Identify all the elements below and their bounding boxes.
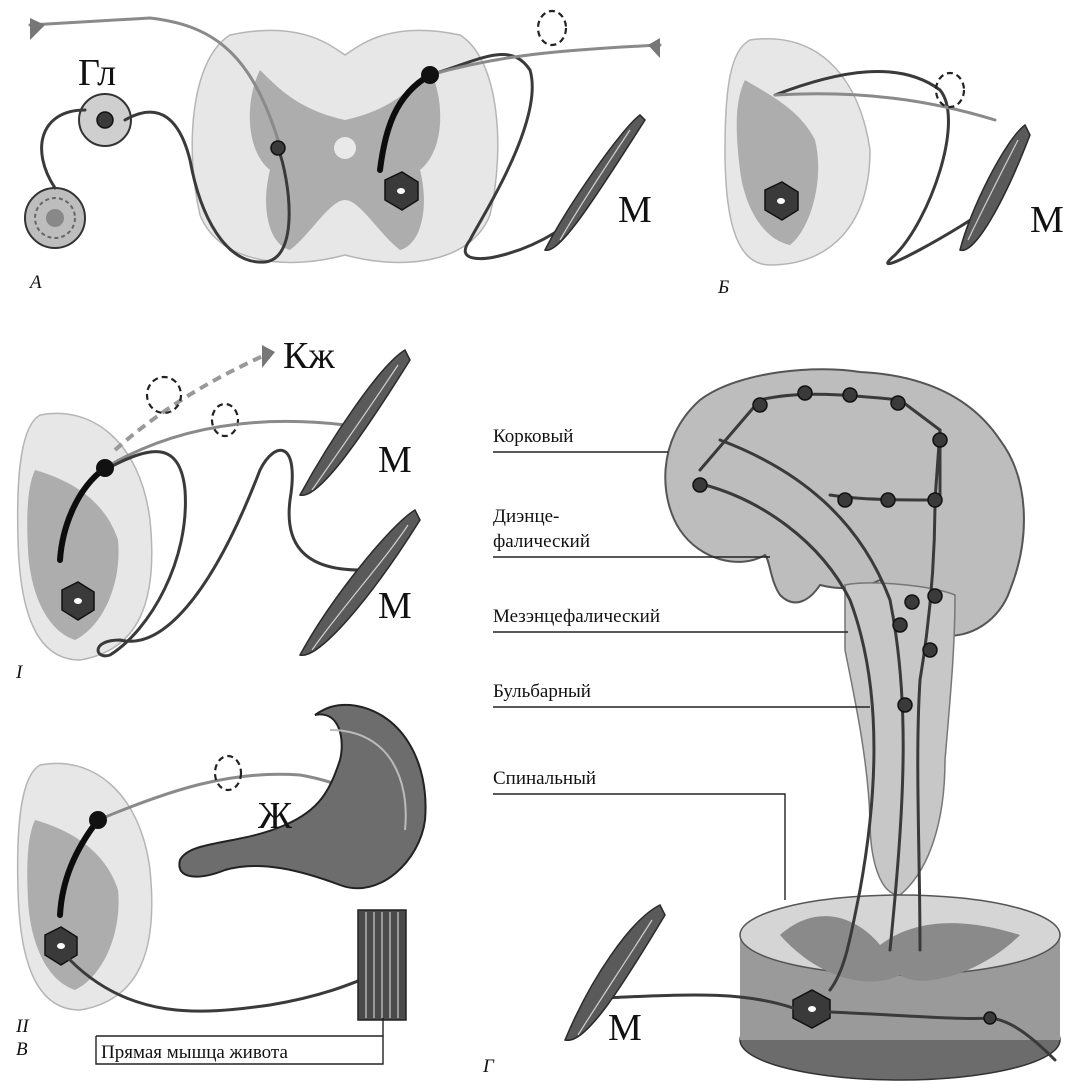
synapse-ring-ii [215,756,241,790]
panel-b: М Б [717,39,1064,298]
level-label-bulbar: Бульбарный [493,681,591,702]
level-label-diencephalic-1: Диэнце- [493,506,559,527]
central-canal-a [334,137,356,159]
roman-label-2: II [15,1016,30,1037]
muscle-label-i-upper: М [378,439,412,481]
muscle-label-a: М [618,189,652,231]
level-label-cortical: Корковый [493,426,573,447]
synapse-ring-i1 [147,377,181,413]
panel-label-v: В [16,1039,28,1060]
stomach [179,705,425,888]
panel-a: М Гл А [25,11,660,293]
panel-label-b: Б [717,277,729,298]
muscle-label-g: М [608,1007,642,1049]
rectus-label: Прямая мышца живота [101,1042,288,1063]
skin-label: Кж [283,335,335,377]
muscle-label-i-lower: М [378,585,412,627]
receptor-ending-right [648,38,660,58]
receptor-organ [25,188,85,248]
panel-i: Кж М М I [15,335,420,683]
ganglion-label: Гл [78,52,116,94]
rectus-muscle-block [358,910,406,1020]
receptor-ending-left [30,18,45,40]
stomach-label: Ж [258,795,293,837]
rectus-leader [96,1018,383,1036]
muscle-b [960,125,1030,250]
skin-afferent-dashed [115,355,265,450]
skin-receptor [262,345,275,368]
roman-label-1: I [15,662,24,683]
panel-label-a: А [28,272,42,293]
level-label-diencephalic-2: фалический [493,531,590,552]
synapse-ring-i2 [212,404,238,436]
spinal-cord-disc [740,895,1060,1080]
interneuron-a [271,141,285,155]
panel-ii: Ж Прямая мышца живота II В [15,705,426,1064]
muscle-i-lower [300,510,420,655]
muscle-label-b: М [1030,199,1064,241]
level-label-spinal: Спинальный [493,768,596,789]
synapse-ring-a [538,11,566,45]
panel-g: М Г Корковый Диэнце- фалический Мезэнцеф… [482,369,1060,1080]
panel-label-g: Г [482,1056,495,1077]
level-label-mesencephalic: Мезэнцефалический [493,606,660,627]
